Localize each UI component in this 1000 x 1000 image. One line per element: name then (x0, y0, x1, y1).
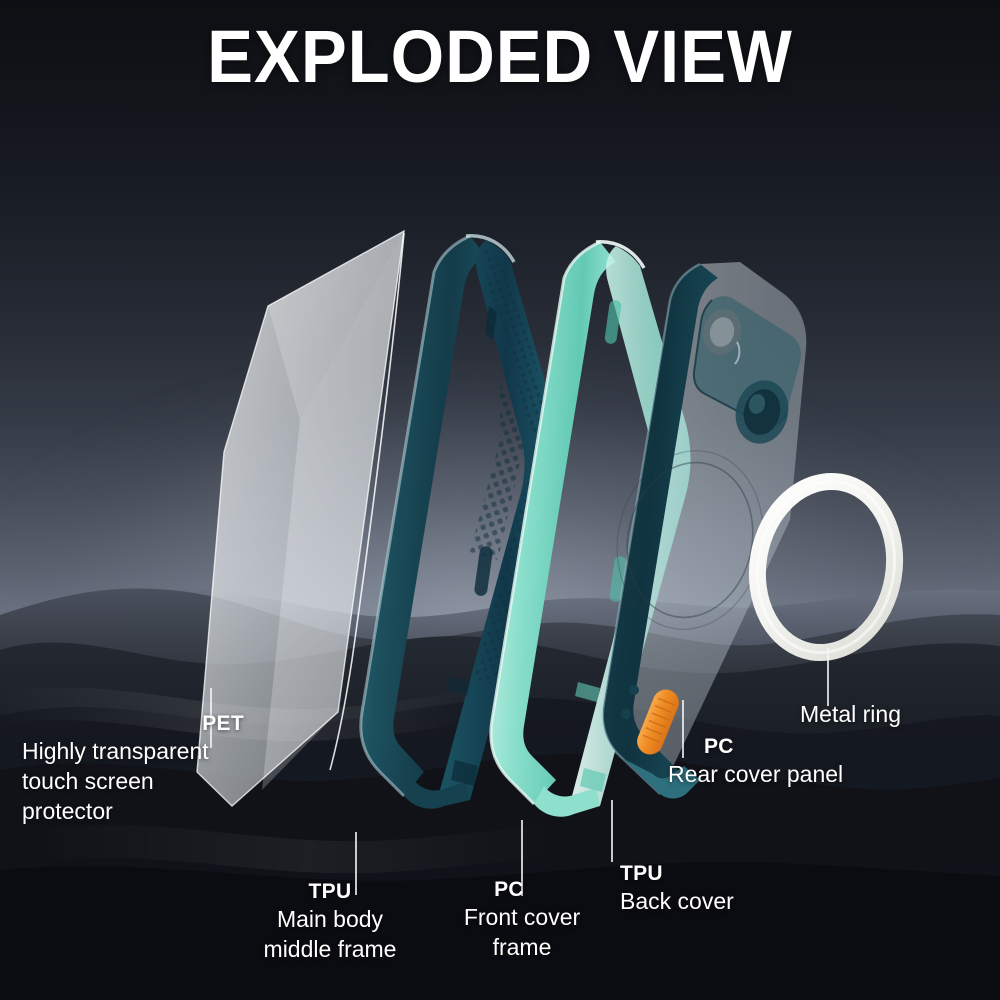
callout-tpu-middle-line1: Main body (276, 905, 384, 932)
layer-metal-ring (748, 472, 904, 662)
callout-pc-front-line2: frame (492, 933, 552, 960)
callout-metal-ring: Metal ring (800, 700, 1000, 730)
callout-tpu-back-line1: Back cover (620, 887, 734, 914)
callout-pc-front-material: PC (494, 878, 524, 901)
callout-pc-front: PC Front cover frame (434, 878, 610, 963)
callout-pc-front-line1: Front cover (463, 903, 581, 930)
callout-pet: PET Highly transparent touch screen prot… (22, 712, 272, 826)
layer-pet-screen-protector (196, 229, 405, 807)
callout-leader-lines (210, 648, 829, 896)
layer-rear-cover-panel (601, 262, 807, 799)
orange-side-button (637, 689, 679, 755)
callout-metal-ring-line1: Metal ring (800, 701, 901, 727)
callout-pet-line2: touch screen (22, 767, 154, 794)
callout-pet-line1: Highly transparent (22, 737, 209, 764)
callout-pc-rear: PC Rear cover panel (668, 735, 898, 790)
callout-tpu-middle-line2: middle frame (263, 935, 397, 962)
callout-tpu-middle: TPU Main body middle frame (214, 880, 446, 965)
callout-pc-rear-material: PC (704, 735, 734, 758)
callout-pet-material: PET (202, 712, 244, 735)
callout-tpu-back-material: TPU (620, 862, 663, 885)
callout-pc-rear-line1: Rear cover panel (668, 760, 844, 787)
page-title: EXPLODED VIEW (207, 15, 793, 98)
callout-tpu-back: TPU Back cover (620, 862, 820, 917)
callout-tpu-middle-material: TPU (308, 880, 352, 903)
callout-pet-line3: protector (22, 797, 113, 824)
